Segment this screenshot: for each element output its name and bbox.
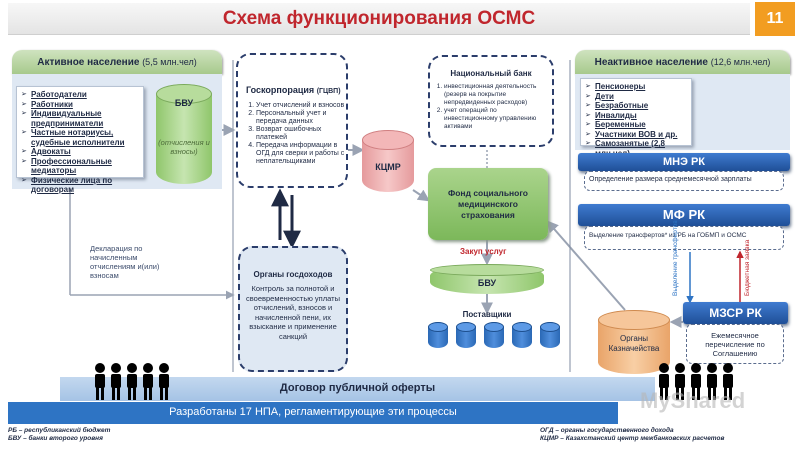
suppliers-label: Поставщики	[462, 310, 512, 319]
inactive-population-list: Пенсионеры Дети Безработные Инвалиды Бер…	[580, 78, 692, 158]
purchase-label: Закуп услуг	[460, 247, 507, 256]
title-bar: Схема функционирования ОСМС	[8, 3, 750, 35]
list-item: учет операций по инвестиционному управле…	[444, 107, 550, 131]
list-item: Инвалиды	[585, 111, 687, 121]
list-item: Передача информации в ОГД для сверки и р…	[256, 142, 346, 166]
declaration-text: Декларация по начисленным отчислениям и(…	[90, 244, 160, 280]
natbank-box: Национальный банк инвестиционная деятель…	[428, 55, 554, 147]
list-item: Безработные	[585, 101, 687, 111]
list-item: Участники ВОВ и др.	[585, 130, 687, 140]
contract-text: Договор публичной оферты	[279, 382, 436, 394]
list-item: инвестиционная деятельность (резерв на п…	[444, 83, 550, 107]
list-item: Персональный учет и передача данных	[256, 110, 346, 126]
bvu-top-label: БВУ	[174, 98, 194, 108]
active-population-note: (5,5 млн.чел)	[142, 57, 197, 67]
supplier-cylinder-icon	[428, 322, 448, 348]
npa-bar: Разработаны 17 НПА, регламентирующие эти…	[8, 402, 618, 424]
active-population-list: Работодатели Работники Индивидуальные пр…	[16, 86, 144, 194]
treasury-cylinder: Органы Казначейства	[598, 310, 670, 374]
npa-text: Разработаны 17 НПА, регламентирующие эти…	[169, 406, 457, 418]
list-item: Работодатели	[21, 90, 139, 100]
inactive-population-header: Неактивное население (12,6 млн.чел)	[575, 50, 790, 74]
footnote-line: РБ – республиканский бюджет	[8, 427, 111, 434]
ogd-text: Контроль за полнотой и своевременностью …	[246, 284, 340, 341]
fund-box: Фонд социального медицинского страховани…	[428, 168, 548, 240]
mne-text: Определение размера среднемесячной зарпл…	[584, 171, 784, 191]
goskorp-title: Госкорпорация	[246, 85, 315, 95]
inactive-population-note: (12,6 млн.чел)	[710, 57, 771, 67]
slide-title: Схема функционирования ОСМС	[222, 8, 536, 29]
slide-number: 11	[755, 2, 795, 36]
bvu-top-cylinder: БВУ (отчисления и взносы)	[156, 84, 212, 184]
footnote-right: ОГД – органы государственного дохода КЦМ…	[540, 427, 795, 443]
mf-header: МФ РК	[578, 204, 790, 226]
transfer-label: Выделение трансфертов	[672, 220, 679, 296]
list-item: Дети	[585, 92, 687, 102]
budget-label: Бюджетная заявка	[744, 239, 751, 296]
list-item: Учет отчислений и взносов	[256, 102, 346, 110]
supplier-cylinder-icon	[484, 322, 504, 348]
list-item: Профессиональные медиаторы	[21, 157, 139, 176]
list-item: Частные нотариусы, судебные исполнители	[21, 128, 139, 147]
goskorp-list: Учет отчислений и взносов Персональный у…	[256, 102, 346, 166]
ogd-box: Органы госдоходов Контроль за полнотой и…	[238, 246, 348, 372]
treasury-label: Органы Казначейства	[608, 334, 660, 353]
footnote-line: БВУ – банки второго уровня	[8, 435, 103, 442]
goskorp-box: Госкорпорация (ГЦВП) Учет отчислений и в…	[236, 53, 348, 188]
mne-header: МНЭ РК	[578, 153, 790, 171]
active-population-title: Активное население	[37, 57, 140, 68]
ogd-title: Органы госдоходов	[253, 270, 333, 279]
bvu-bottom-cylinder: БВУ	[430, 264, 544, 294]
inactive-population-title: Неактивное население	[594, 57, 708, 68]
kcmr-label: КЦМР	[375, 162, 401, 172]
kcmr-cylinder: КЦМР	[362, 130, 414, 192]
bvu-bottom-label: БВУ	[477, 278, 497, 288]
list-item: Адвокаты	[21, 147, 139, 157]
list-item: Индивидуальные предприниматели	[21, 109, 139, 128]
people-group-right-icon	[659, 363, 733, 400]
active-population-header: Активное население (5,5 млн.чел)	[12, 50, 222, 74]
bvu-top-sublabel: (отчисления и взносы)	[158, 138, 210, 156]
people-group-left-icon	[95, 363, 169, 400]
supplier-cylinder-icon	[456, 322, 476, 348]
list-item: Возврат ошибочных платежей	[256, 126, 346, 142]
goskorp-title-note: (ГЦВП)	[316, 88, 341, 95]
footnote-left: РБ – республиканский бюджет БВУ – банки …	[8, 427, 308, 443]
list-item: Физические лица по договорам	[21, 176, 139, 195]
list-item: Беременные	[585, 120, 687, 130]
mzsr-header: МЗСР РК	[683, 302, 788, 324]
natbank-list: инвестиционная деятельность (резерв на п…	[444, 83, 550, 131]
natbank-title: Национальный банк	[450, 69, 532, 78]
footnote-line: ОГД – органы государственного дохода	[540, 427, 674, 434]
footnote-line: КЦМР – Казахстанский центр межбанковских…	[540, 435, 725, 442]
supplier-cylinder-icon	[540, 322, 560, 348]
list-item: Работники	[21, 100, 139, 110]
mzsr-text: Ежемесячное перечисление по Соглашению	[686, 324, 784, 364]
list-item: Пенсионеры	[585, 82, 687, 92]
fund-label: Фонд социального медицинского страховани…	[447, 188, 528, 220]
mf-text: Выделение трансфертов* из РБ на ГОБМП и …	[584, 226, 784, 250]
supplier-cylinder-icon	[512, 322, 532, 348]
watermark: MyShared	[640, 388, 746, 413]
